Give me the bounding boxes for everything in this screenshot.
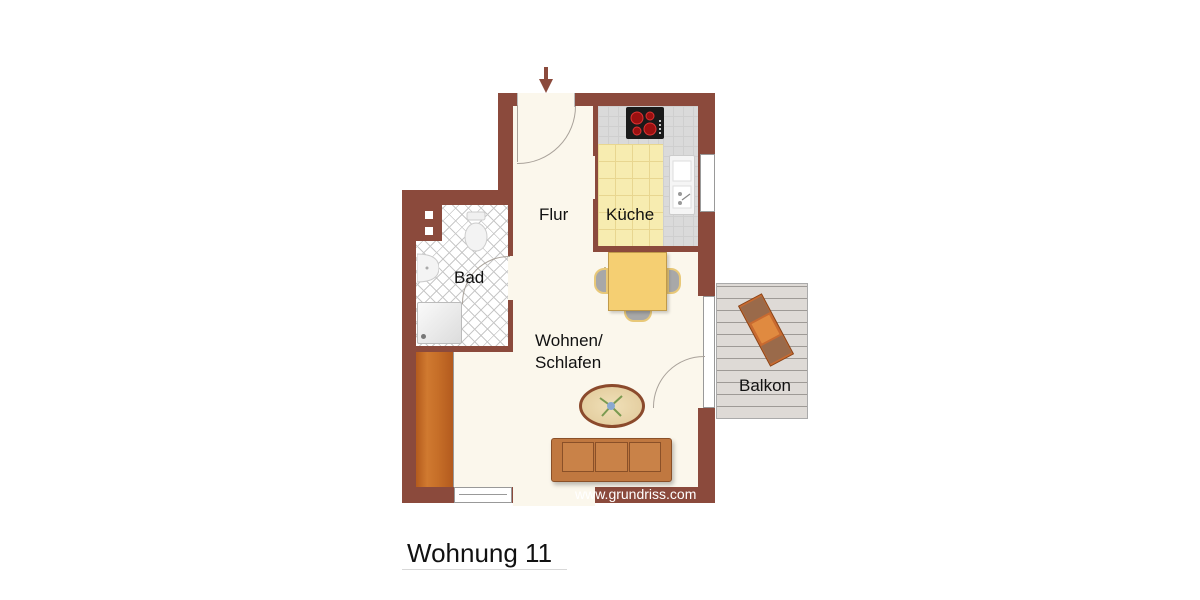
- wall: [508, 190, 513, 256]
- room-label-kueche: Küche: [606, 205, 655, 224]
- sofa: [551, 438, 672, 482]
- sink-icon: [669, 155, 695, 215]
- wall: [402, 346, 513, 352]
- room-label-bad: Bad: [454, 268, 485, 287]
- cooktop-icon: [626, 107, 664, 139]
- deck-chair-icon: [737, 290, 795, 370]
- watermark: www.grundriss.com: [575, 486, 697, 502]
- room-label-flur: Flur: [539, 205, 569, 224]
- dining-table: [608, 252, 667, 311]
- wall: [593, 246, 698, 252]
- bottom-window: [454, 487, 512, 503]
- shower-tray-icon: [417, 302, 462, 344]
- washbasin-icon: [416, 252, 440, 284]
- wall: [593, 199, 598, 251]
- kitchen-window: [700, 154, 715, 212]
- kitchen-door-swing: [604, 203, 606, 268]
- entrance-door-leaf: [517, 105, 518, 162]
- title-underline: [402, 569, 567, 570]
- room-label-wohnen-2: Schlafen: [535, 353, 602, 372]
- shaft-squares: [416, 205, 442, 241]
- room-label-wohnen-1: Wohnen/: [535, 331, 603, 350]
- wardrobe: [416, 352, 454, 487]
- entrance-door-opening: [517, 93, 575, 107]
- plan-title: Wohnung 11: [407, 538, 553, 568]
- chair-right: [667, 268, 681, 294]
- entrance-door-swing: [517, 106, 576, 164]
- wall: [508, 300, 513, 350]
- toilet-icon: [464, 211, 488, 253]
- room-label-balkon: Balkon: [739, 376, 791, 395]
- kitchen-floor: [598, 144, 663, 246]
- chair-left: [594, 268, 608, 294]
- plant-icon: [596, 392, 626, 420]
- balcony-window: [703, 296, 715, 408]
- arrow-down-icon: [539, 67, 553, 93]
- wall: [593, 106, 598, 156]
